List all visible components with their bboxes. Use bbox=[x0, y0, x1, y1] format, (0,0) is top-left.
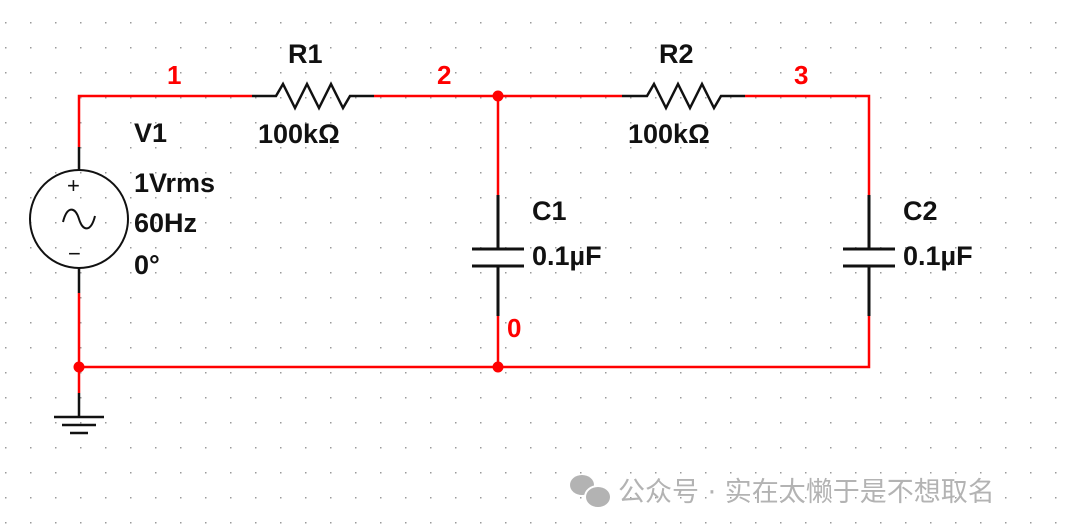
R1-ref-label: R1 bbox=[288, 39, 323, 69]
sine-wave-icon bbox=[62, 208, 96, 230]
junction-node-2 bbox=[492, 90, 504, 102]
wire-node-1[interactable] bbox=[77, 94, 252, 147]
C1-value-label: 0.1µF bbox=[532, 241, 602, 271]
node-label-1: 1 bbox=[167, 60, 181, 90]
junction-ground-left bbox=[73, 361, 85, 373]
ground-icon[interactable] bbox=[54, 393, 104, 435]
node-label-2: 2 bbox=[437, 60, 451, 90]
V1-frequency-label: 60Hz bbox=[134, 208, 197, 238]
V1-amplitude-label: 1Vrms bbox=[134, 168, 215, 198]
grid-dots bbox=[5, 22, 1057, 524]
wire-node-2[interactable] bbox=[374, 94, 622, 195]
R2-ref-label: R2 bbox=[659, 39, 694, 69]
junction-ground-mid bbox=[492, 361, 504, 373]
minus-sign: − bbox=[68, 241, 81, 266]
wire-node-0[interactable] bbox=[77, 293, 871, 393]
V1-ref-label: V1 bbox=[134, 118, 167, 148]
R2-value-label: 100kΩ bbox=[628, 119, 710, 149]
node-label-3: 3 bbox=[794, 60, 808, 90]
plus-sign: + bbox=[67, 173, 80, 198]
wires bbox=[77, 94, 871, 393]
capacitor-C2[interactable] bbox=[843, 195, 895, 316]
watermark-text: 公众号 · 实在太懒于是不想取名 bbox=[618, 477, 995, 508]
R1-value-label: 100kΩ bbox=[258, 119, 340, 149]
watermark: 公众号 · 实在太懒于是不想取名 bbox=[570, 470, 995, 509]
ac-voltage-source-V1[interactable] bbox=[29, 147, 129, 293]
wire-node-3[interactable] bbox=[745, 94, 871, 195]
resistor-R2[interactable] bbox=[622, 81, 745, 111]
C2-ref-label: C2 bbox=[903, 196, 938, 226]
C1-ref-label: C1 bbox=[532, 196, 567, 226]
V1-phase-label: 0° bbox=[134, 250, 160, 280]
wechat-icon bbox=[570, 473, 612, 509]
C2-value-label: 0.1µF bbox=[903, 241, 973, 271]
node-label-0: 0 bbox=[507, 313, 521, 343]
capacitor-C1[interactable] bbox=[472, 195, 524, 316]
resistor-R1[interactable] bbox=[252, 81, 374, 111]
